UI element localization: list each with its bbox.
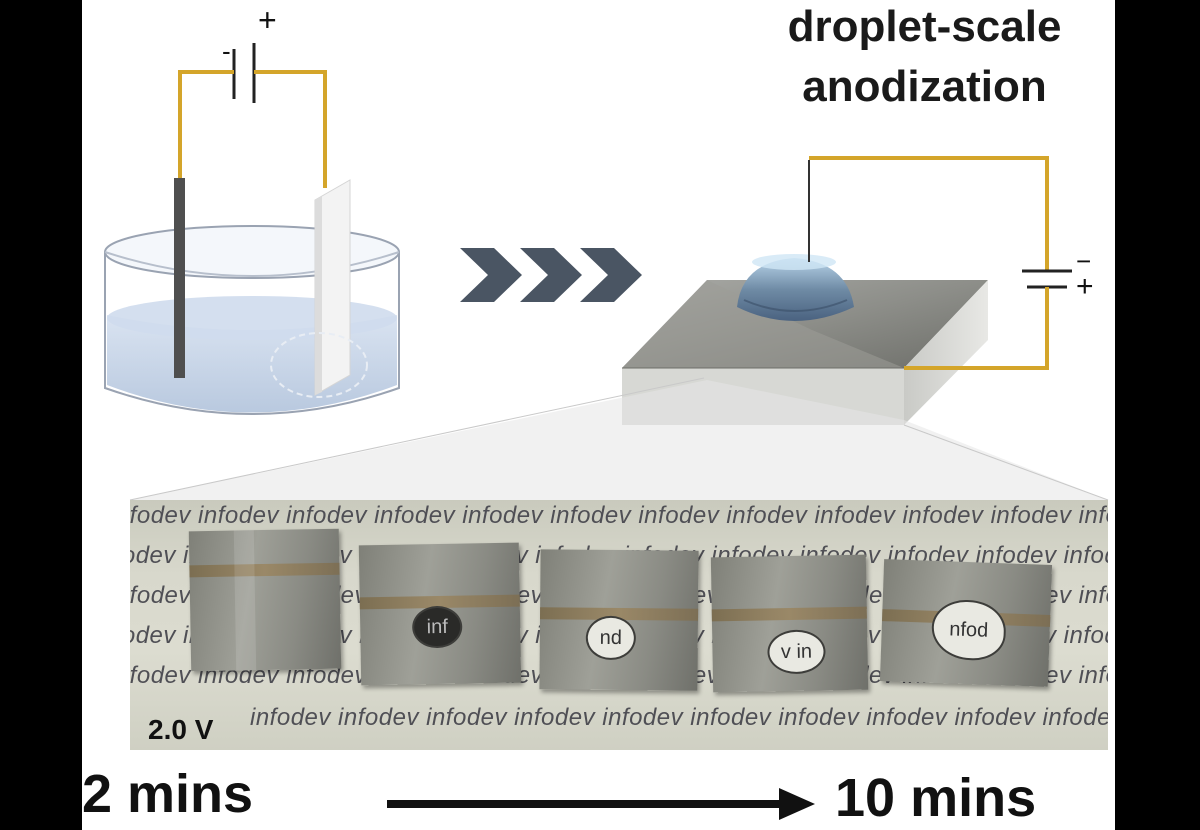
time-end-label: 10 mins bbox=[835, 768, 1037, 828]
left-wire bbox=[178, 70, 234, 178]
left-plus-label: + bbox=[258, 2, 277, 38]
setup-illustration bbox=[104, 43, 1109, 500]
right-plus-label: + bbox=[1076, 270, 1094, 303]
droplet-icon bbox=[737, 254, 854, 321]
sample-photo: infodev infodev infodev infodev infodev … bbox=[130, 500, 1108, 750]
voltage-label: 2.0 V bbox=[148, 714, 214, 745]
battery-icon bbox=[232, 43, 256, 103]
right-bottom-wire bbox=[904, 287, 1049, 370]
title-line-1: droplet-scale bbox=[787, 2, 1062, 51]
background-text-row: infodev infodev infodev infodev infodev … bbox=[130, 502, 1108, 529]
anodized-hole-2: inf bbox=[411, 605, 463, 649]
sample-plate-3: nd bbox=[539, 549, 699, 691]
figure-canvas: droplet-scale anodization bbox=[82, 0, 1115, 830]
background-text-row: infodev infodev infodev infodev infodev … bbox=[250, 704, 1108, 731]
time-start-label: 2 mins bbox=[82, 764, 254, 824]
sample-plate-4: v in bbox=[710, 554, 869, 693]
sample-plate-5: nfod bbox=[879, 559, 1053, 687]
left-minus-label: - bbox=[222, 36, 231, 66]
anodized-hole-5: nfod bbox=[930, 598, 1007, 662]
title-line-2: anodization bbox=[802, 62, 1047, 111]
anodized-hole-4: v in bbox=[767, 629, 826, 675]
right-top-wire bbox=[809, 156, 1049, 270]
sample-plate-1 bbox=[188, 528, 342, 672]
right-battery-icon bbox=[1022, 269, 1072, 289]
arrow-icon bbox=[387, 788, 815, 820]
right-minus-label: − bbox=[1076, 246, 1092, 276]
foil-electrode-icon bbox=[270, 179, 368, 398]
chevron-arrows-icon bbox=[460, 248, 642, 302]
sample-plate-2: inf bbox=[358, 542, 522, 686]
right-wire bbox=[254, 70, 327, 188]
anodized-hole-3: nd bbox=[585, 615, 637, 661]
electrode-rod-icon bbox=[174, 178, 185, 378]
